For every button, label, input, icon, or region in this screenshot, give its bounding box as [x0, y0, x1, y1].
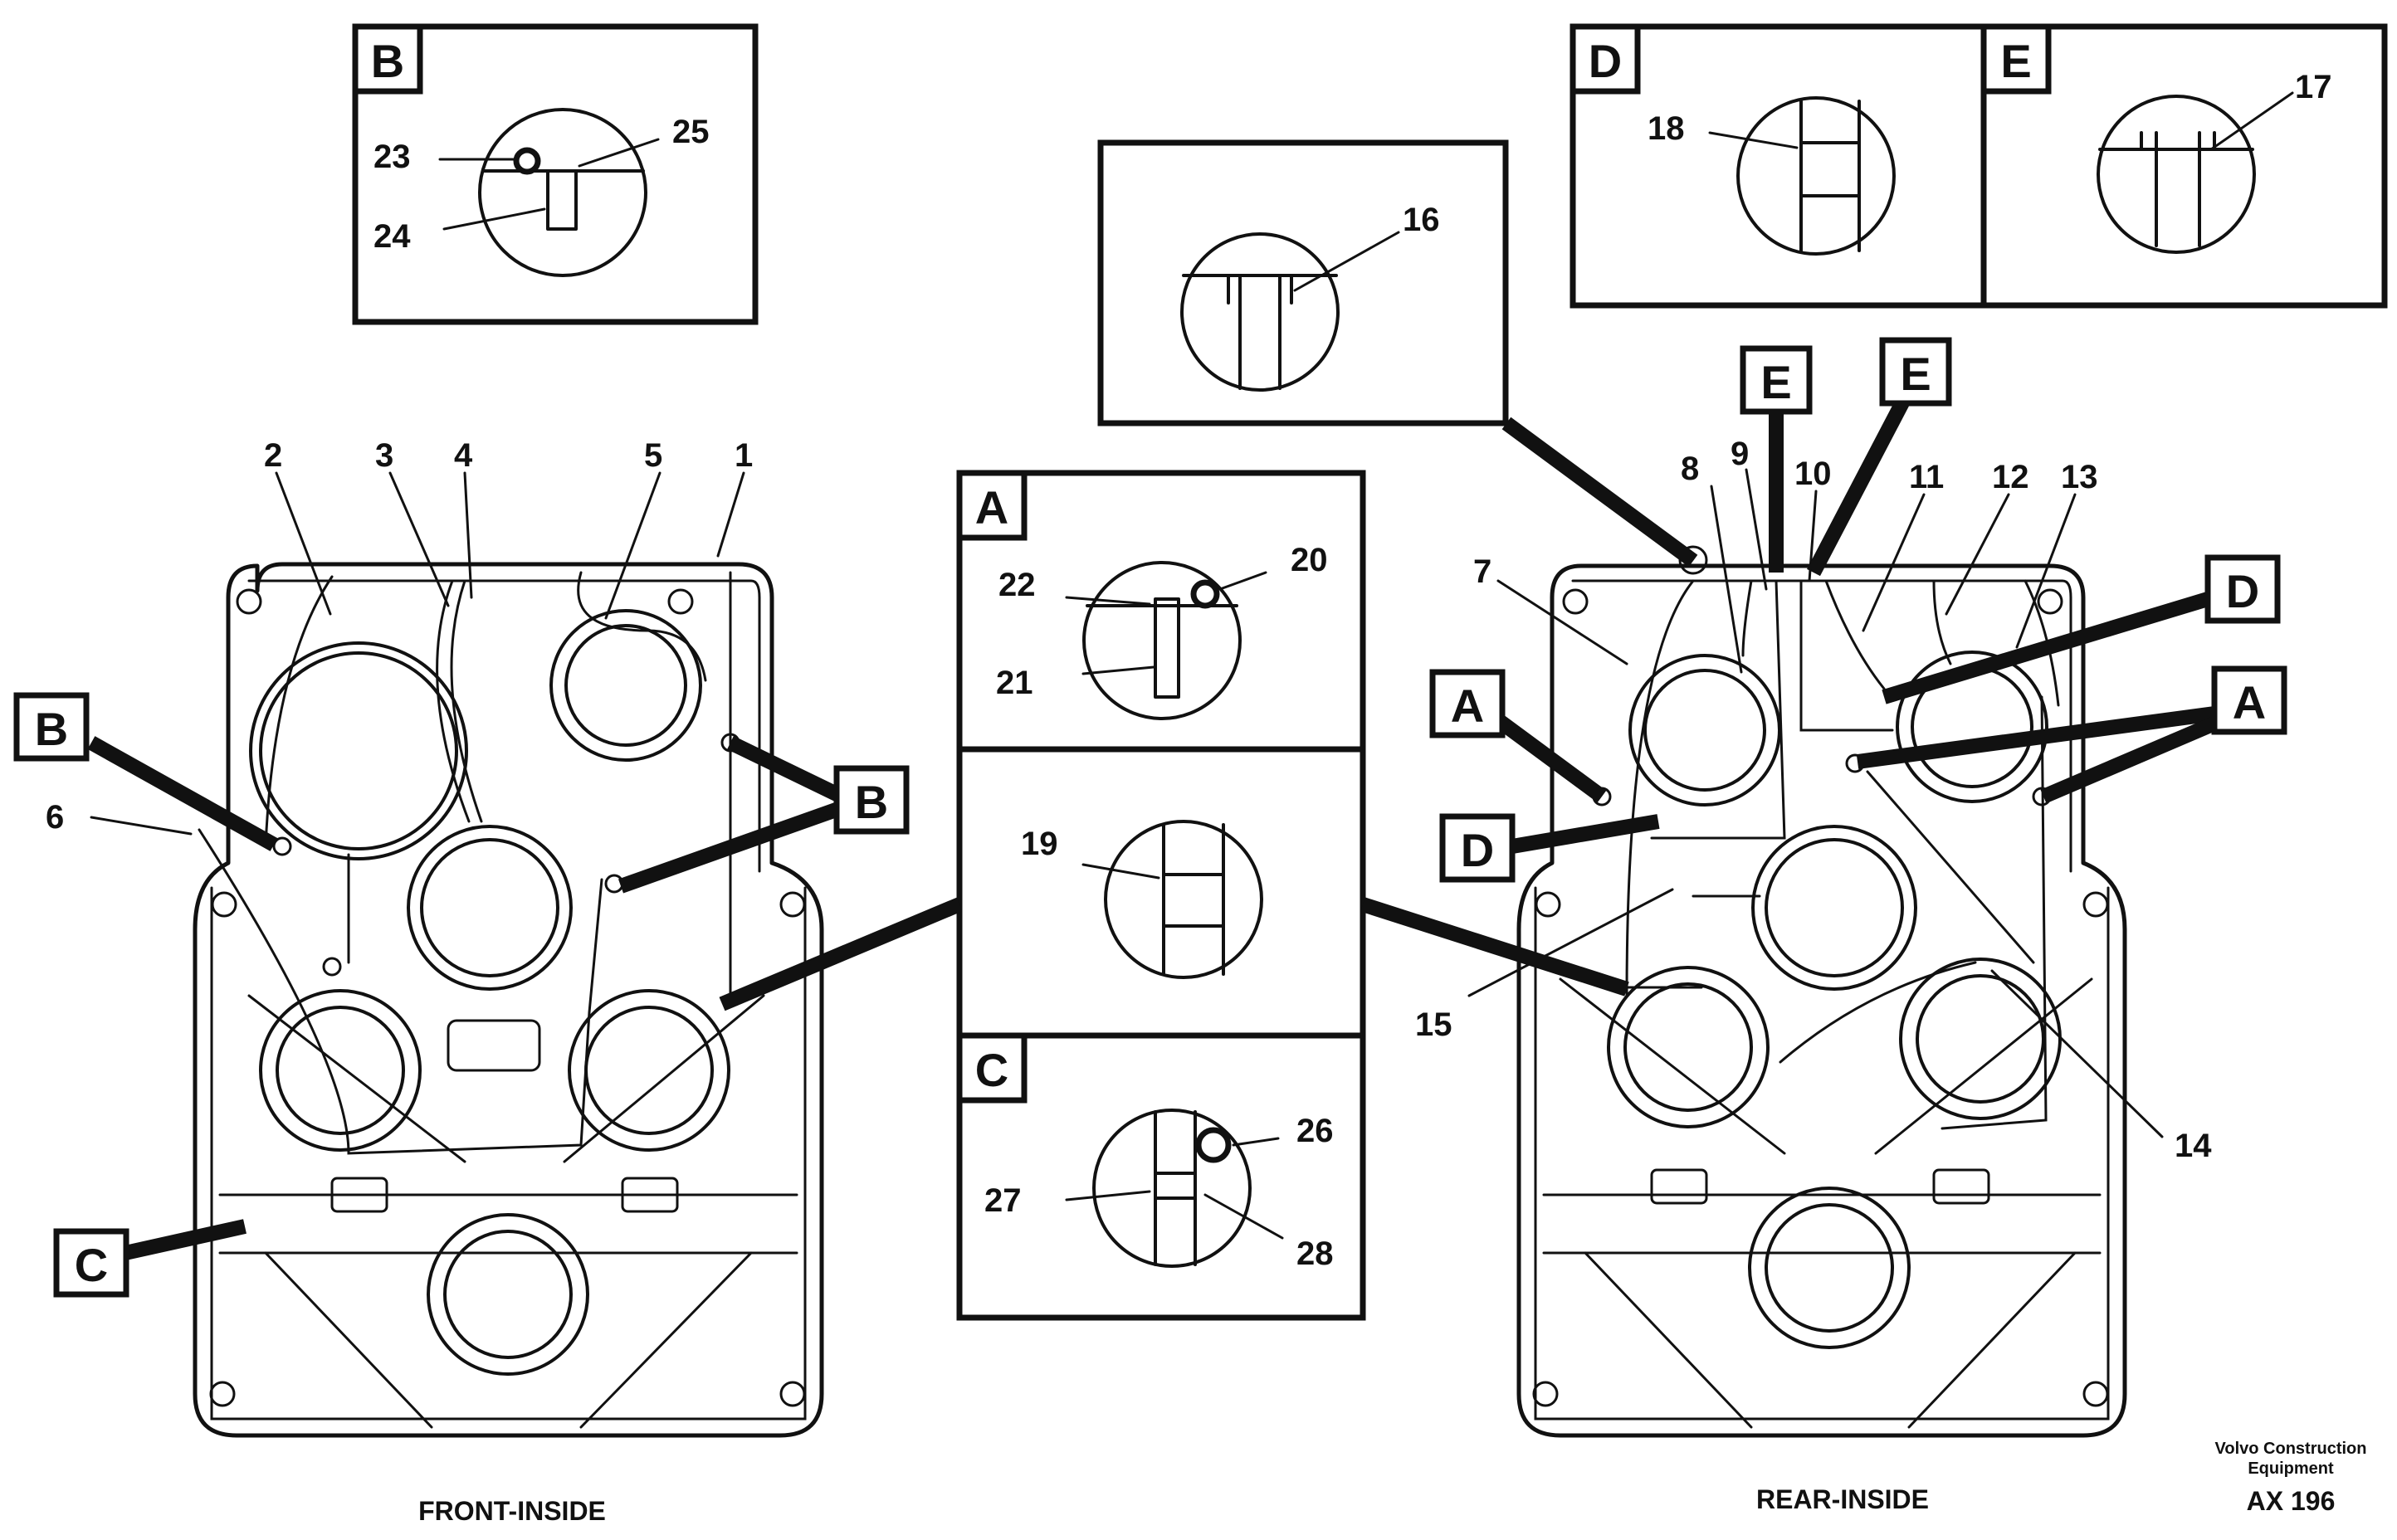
detail-b-tag: B [371, 35, 404, 87]
callout-1: 1 [735, 437, 753, 474]
brand-line-2: Equipment [2248, 1460, 2334, 1478]
bolt-holes-front [209, 588, 806, 1407]
drawing-code: AX 196 [2247, 1486, 2336, 1516]
callout-13: 13 [2061, 459, 2098, 495]
callout-27: 27 [984, 1182, 1022, 1219]
callout-22: 22 [998, 567, 1036, 603]
brand-line-1: Volvo Construction [2215, 1440, 2367, 1458]
rear-inside-caption: REAR-INSIDE [1756, 1484, 1929, 1514]
rear-tag-e-right: E [1900, 348, 1931, 400]
detail-e-tag: E [2000, 35, 2031, 87]
detail-c-tag: C [975, 1044, 1008, 1096]
callout-5: 5 [644, 437, 662, 474]
callout-8: 8 [1681, 451, 1699, 487]
rear-tag-a-left: A [1451, 680, 1484, 732]
callout-19: 19 [1021, 826, 1058, 862]
callout-28: 28 [1296, 1235, 1334, 1272]
front-tag-b-right: B [855, 776, 888, 828]
rear-tag-d-left: D [1461, 824, 1494, 876]
callout-4: 4 [454, 437, 473, 474]
front-housing: 2 3 4 5 1 6 B B C [13, 437, 963, 1438]
detail-column-a-c: A C 22 20 21 19 26 27 28 [956, 470, 1366, 1321]
detail-a-tag: A [975, 481, 1008, 534]
callout-12: 12 [1992, 459, 2029, 495]
front-tag-c: C [75, 1239, 108, 1291]
callout-7: 7 [1473, 553, 1491, 590]
detail-d-tag: D [1589, 35, 1622, 87]
callout-16: 16 [1403, 202, 1440, 238]
callout-10: 10 [1794, 456, 1832, 492]
detail-box-b: B 23 25 24 [352, 23, 759, 325]
rear-tag-d-right: D [2226, 565, 2259, 617]
callout-18: 18 [1648, 110, 1685, 147]
callout-9: 9 [1731, 436, 1749, 472]
bolt-holes-rear [1532, 545, 2109, 1407]
callout-11: 11 [1909, 459, 1944, 495]
rear-tag-a-right: A [2233, 676, 2266, 729]
front-inside-caption: FRONT-INSIDE [418, 1496, 606, 1526]
rear-housing: 7 8 9 10 11 12 13 14 15 E E D D A A [1360, 337, 2287, 1438]
callout-14: 14 [2175, 1128, 2212, 1164]
detail-box-16: 16 [1097, 139, 1509, 426]
detail-box-de: D E 18 17 [1570, 23, 2388, 309]
callout-15: 15 [1415, 1006, 1452, 1043]
callout-2: 2 [264, 437, 282, 474]
callout-26: 26 [1296, 1113, 1334, 1149]
callout-6: 6 [46, 799, 64, 836]
callout-17: 17 [2295, 69, 2332, 105]
front-tag-b-left: B [35, 703, 68, 755]
callout-21: 21 [996, 665, 1033, 701]
callout-20: 20 [1291, 542, 1328, 578]
callout-24: 24 [373, 218, 411, 255]
rear-tag-e-left: E [1760, 356, 1791, 408]
callout-3: 3 [375, 437, 393, 474]
callout-23: 23 [373, 139, 411, 175]
callout-25: 25 [672, 114, 710, 150]
